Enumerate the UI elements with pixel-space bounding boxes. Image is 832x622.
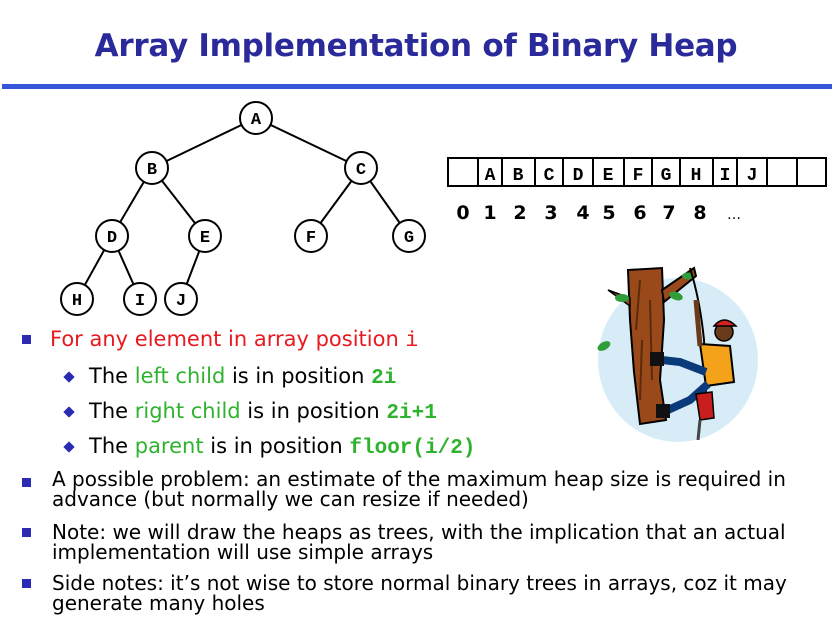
array-cell: A — [485, 166, 496, 186]
bullet-array-position: For any element in array position i — [50, 327, 418, 354]
formula-parent: floor(i/2) — [349, 437, 476, 460]
array-index: 1 — [483, 202, 496, 224]
sub-bullet-diamond — [63, 371, 75, 383]
array-index: 0 — [456, 202, 469, 224]
node-label: A — [251, 111, 262, 130]
node-label: D — [107, 229, 117, 248]
tree-node-h: H — [60, 282, 94, 316]
node-label: G — [404, 229, 414, 248]
node-label: E — [200, 229, 210, 248]
tree-node-e: E — [188, 219, 222, 253]
array-cell: E — [603, 166, 614, 186]
array-cell: J — [747, 166, 758, 186]
highlight-right-child: right child — [134, 399, 241, 423]
array-index: 2 — [513, 202, 526, 224]
array-cell: H — [691, 166, 702, 186]
array-cell: F — [633, 166, 644, 186]
highlight-parent: parent — [134, 434, 204, 458]
bullet-square — [22, 335, 31, 344]
formula-left-child: 2i — [371, 367, 397, 390]
bullet-possible-problem: A possible problem: an estimate of the m… — [52, 467, 786, 511]
bullet-text: For any element in array position — [50, 327, 406, 351]
array-cell: I — [720, 166, 731, 186]
tree-node-i: I — [123, 282, 157, 316]
tree-node-b: B — [135, 151, 169, 185]
tree-nodes: A B C D E F G H I J — [60, 101, 426, 316]
bullet-square — [22, 579, 31, 588]
tree-node-d: D — [95, 219, 129, 253]
tree-node-j: J — [164, 282, 198, 316]
array-cell: G — [661, 166, 672, 186]
bullet-note: Note: we will draw the heaps as trees, w… — [52, 520, 786, 564]
tree-node-g: G — [392, 219, 426, 253]
slide-title: Array Implementation of Binary Heap — [94, 28, 738, 64]
array-index-ellipsis: … — [727, 207, 741, 223]
tree-node-a: A — [239, 101, 273, 135]
node-label: H — [72, 292, 82, 311]
formula-right-child: 2i+1 — [386, 402, 437, 425]
highlight-left-child: left child — [134, 364, 226, 388]
array-index: 4 — [576, 202, 589, 224]
heap-array-indices: 0 1 2 3 4 5 6 7 8 … — [456, 202, 741, 224]
array-cell: B — [513, 166, 524, 186]
sub-bullet-diamond — [63, 406, 75, 418]
tree-node-f: F — [294, 219, 328, 253]
tree-climber-illustration — [597, 266, 758, 442]
bullet-side-notes: Side notes: it’s not wise to store norma… — [52, 571, 787, 615]
bullet-square — [22, 528, 31, 537]
node-label: B — [147, 161, 157, 180]
array-cell: C — [544, 166, 555, 186]
array-index: 3 — [544, 202, 557, 224]
array-index: 8 — [693, 202, 706, 224]
heap-array — [447, 157, 827, 187]
sub-bullet-parent: The parent is in position floor(i/2) — [89, 434, 476, 460]
sub-bullet-diamond — [63, 441, 75, 453]
array-cell: D — [573, 166, 584, 186]
index-var: i — [405, 330, 419, 353]
sub-bullet-right-child: The right child is in position 2i+1 — [89, 399, 437, 425]
array-index: 5 — [602, 202, 615, 224]
tree-node-c: C — [344, 151, 378, 185]
title-underline — [2, 84, 832, 89]
array-index: 7 — [662, 202, 675, 224]
heap-array-values: A B C D E F G H I J — [485, 166, 758, 186]
sub-bullet-left-child: The left child is in position 2i — [89, 364, 397, 390]
node-label: C — [356, 161, 366, 180]
node-label: F — [306, 229, 316, 248]
array-index: 6 — [633, 202, 646, 224]
bullet-square — [22, 478, 31, 487]
node-label: I — [135, 292, 145, 311]
node-label: J — [176, 292, 186, 311]
